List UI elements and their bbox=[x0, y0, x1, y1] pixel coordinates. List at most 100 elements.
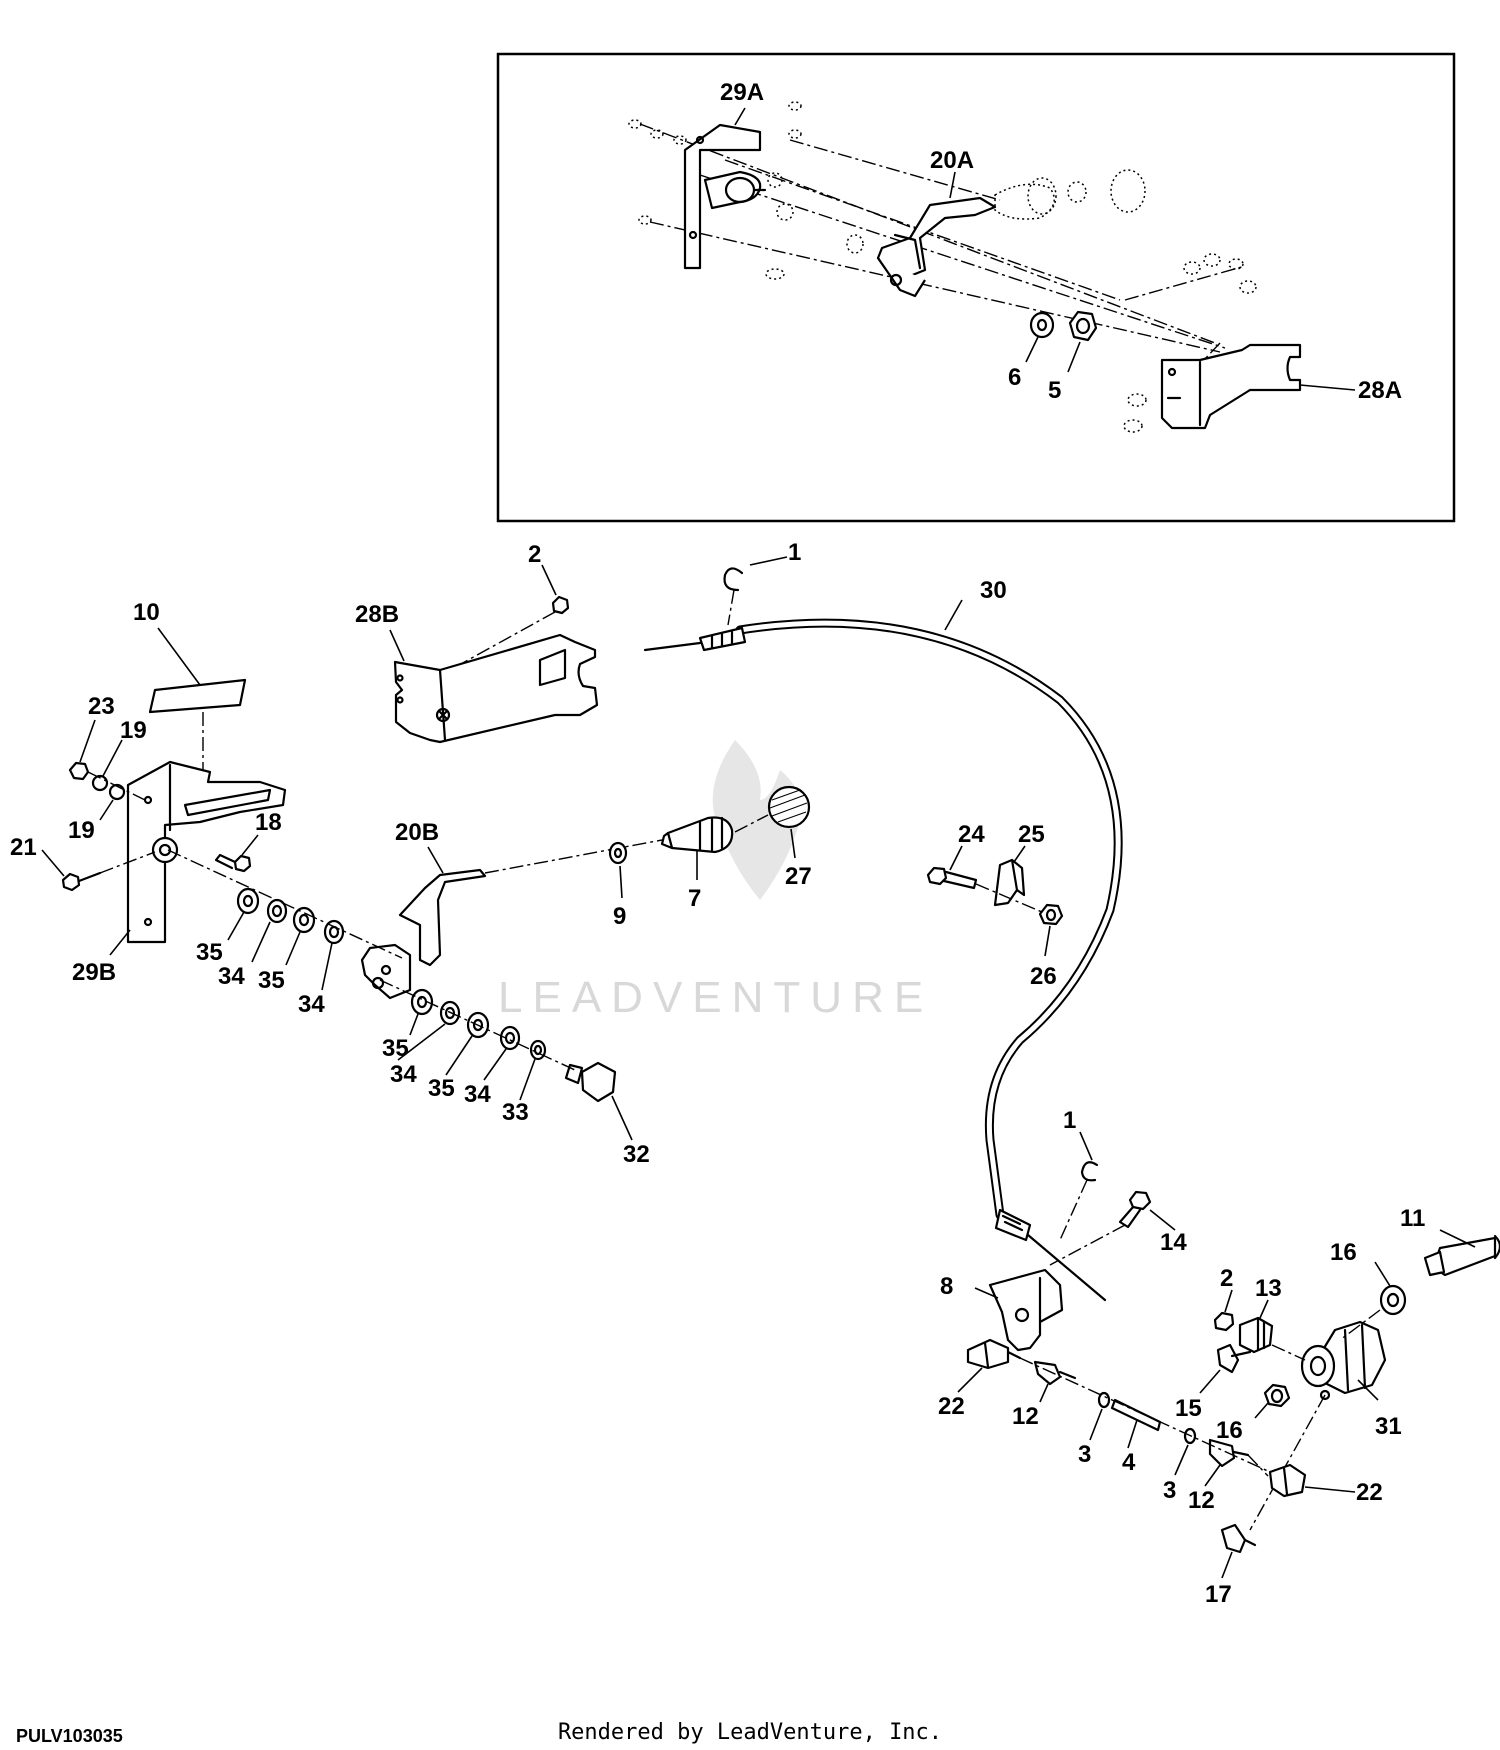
lever-20a bbox=[876, 196, 997, 298]
callout-23: 23 bbox=[88, 693, 115, 720]
washer-16-a bbox=[1374, 1261, 1407, 1316]
bracket-28b bbox=[389, 629, 599, 744]
bolt-14 bbox=[1049, 1190, 1176, 1266]
clevis-22-a bbox=[957, 1338, 1022, 1393]
inset-frame bbox=[496, 52, 1456, 523]
pin-15 bbox=[1199, 1343, 1252, 1394]
callout-33: 33 bbox=[502, 1099, 529, 1126]
callout-6: 6 bbox=[1008, 364, 1021, 391]
clip-1-lower bbox=[1059, 1131, 1099, 1241]
callout-15: 15 bbox=[1175, 1395, 1202, 1422]
callout-20b: 20B bbox=[395, 819, 439, 846]
knob-7 bbox=[660, 816, 734, 880]
cable-30 bbox=[643, 599, 1123, 1302]
callout-22-b: 22 bbox=[1356, 1479, 1383, 1506]
callout-8: 8 bbox=[940, 1273, 953, 1300]
callout-28a: 28A bbox=[1358, 377, 1402, 404]
callout-22-a: 22 bbox=[938, 1393, 965, 1420]
callout-17: 17 bbox=[1205, 1581, 1232, 1608]
nut-23 bbox=[68, 719, 96, 781]
washer-stack-upper bbox=[227, 887, 345, 991]
callout-12-a: 12 bbox=[1012, 1403, 1039, 1430]
washer-35-a bbox=[236, 887, 260, 915]
pin-17 bbox=[1220, 1523, 1257, 1579]
callout-35-c: 35 bbox=[382, 1035, 409, 1062]
callout-1-top: 1 bbox=[788, 539, 801, 566]
callout-5: 5 bbox=[1048, 377, 1061, 404]
nut-2-top bbox=[449, 564, 570, 671]
render-note: Rendered by LeadVenture, Inc. bbox=[557, 1720, 943, 1745]
washer-35-c bbox=[410, 988, 434, 1016]
callout-34-c: 34 bbox=[390, 1061, 417, 1088]
callout-26: 26 bbox=[1030, 963, 1057, 990]
callout-35-a: 35 bbox=[196, 939, 223, 966]
bracket-29a bbox=[683, 123, 767, 270]
clip-25 bbox=[993, 845, 1026, 907]
bolt-24 bbox=[926, 845, 978, 890]
clip-1-top bbox=[723, 556, 788, 626]
callout-29a: 29A bbox=[720, 79, 764, 106]
callout-2-lower: 2 bbox=[1220, 1265, 1233, 1292]
callout-2-top: 2 bbox=[528, 541, 541, 568]
pin-12-b bbox=[1204, 1438, 1250, 1487]
ring-3-a bbox=[1089, 1391, 1111, 1441]
watermark-logo-icon bbox=[712, 740, 801, 900]
callout-19-a: 19 bbox=[120, 717, 147, 744]
callout-28b: 28B bbox=[355, 601, 399, 628]
callout-32: 32 bbox=[623, 1141, 650, 1168]
callout-35-b: 35 bbox=[258, 967, 285, 994]
callout-30: 30 bbox=[980, 577, 1007, 604]
callout-25: 25 bbox=[1018, 821, 1045, 848]
washer-19-a bbox=[91, 739, 123, 792]
pin-12-a bbox=[1033, 1360, 1077, 1403]
nut-16-b bbox=[1254, 1383, 1291, 1419]
callout-34-d: 34 bbox=[464, 1081, 491, 1108]
callout-16-a: 16 bbox=[1330, 1239, 1357, 1266]
lever-20b bbox=[360, 839, 663, 1000]
callout-12-b: 12 bbox=[1188, 1487, 1215, 1514]
label-10 bbox=[148, 627, 247, 770]
washer-19-b bbox=[99, 783, 126, 821]
clevis-22-b bbox=[1268, 1463, 1356, 1498]
callout-7: 7 bbox=[688, 885, 701, 912]
washer-34-b bbox=[323, 919, 345, 945]
callout-3-b: 3 bbox=[1163, 1477, 1176, 1504]
bracket-8 bbox=[974, 1268, 1064, 1352]
callout-19-b: 19 bbox=[68, 817, 95, 844]
inset-detail bbox=[496, 52, 1456, 523]
bolt-21 bbox=[41, 849, 156, 892]
inset-ghost-hardware bbox=[628, 101, 1257, 433]
watermark: LEADVENTURE bbox=[498, 740, 933, 1022]
callout-18: 18 bbox=[255, 809, 282, 836]
callout-10: 10 bbox=[133, 599, 160, 626]
callout-11: 11 bbox=[1400, 1205, 1425, 1232]
washer-9 bbox=[608, 841, 628, 899]
body-31 bbox=[1300, 1320, 1387, 1401]
watermark-text: LEADVENTURE bbox=[498, 973, 933, 1022]
callout-14: 14 bbox=[1160, 1229, 1187, 1256]
nut-26 bbox=[1038, 903, 1064, 957]
callout-labels: 29A 20A 6 5 28A 1 2 30 10 28B 23 19 19 2… bbox=[10, 79, 1425, 1608]
washer-34-d bbox=[499, 1025, 521, 1051]
pin-11 bbox=[1423, 1229, 1500, 1277]
bracket-28a bbox=[1160, 343, 1302, 430]
cap-27 bbox=[734, 785, 811, 859]
callout-29b: 29B bbox=[72, 959, 116, 986]
bolt-18 bbox=[214, 834, 259, 873]
callout-9: 9 bbox=[613, 903, 626, 930]
callout-3-a: 3 bbox=[1078, 1441, 1091, 1468]
bracket-29b bbox=[109, 760, 287, 956]
callout-24: 24 bbox=[958, 821, 985, 848]
nut-5 bbox=[1068, 310, 1098, 342]
callout-4: 4 bbox=[1122, 1449, 1136, 1476]
callout-34-a: 34 bbox=[218, 963, 245, 990]
callout-16-b: 16 bbox=[1216, 1417, 1243, 1444]
bolt-32 bbox=[564, 1061, 633, 1141]
callout-1-lower: 1 bbox=[1063, 1107, 1076, 1134]
callout-31: 31 bbox=[1375, 1413, 1402, 1440]
callout-34-b: 34 bbox=[298, 991, 325, 1018]
rod-4 bbox=[1110, 1398, 1162, 1449]
clevis-13 bbox=[1238, 1299, 1274, 1354]
callout-20a: 20A bbox=[930, 147, 974, 174]
